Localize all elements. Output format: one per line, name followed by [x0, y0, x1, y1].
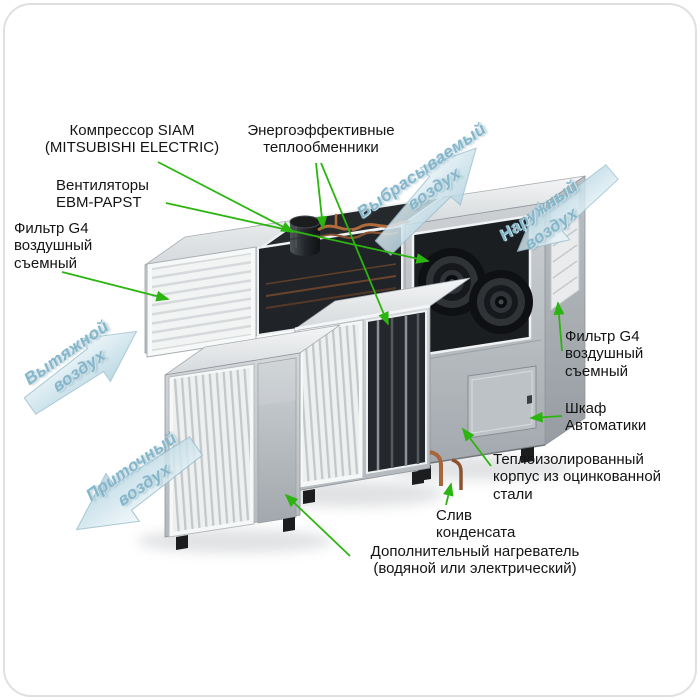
- label-insulated-casing: Теплоизолированный корпус из оцинкованно…: [493, 451, 662, 503]
- filter-left-panel: [146, 246, 257, 358]
- control-cabinet-box: [467, 365, 537, 439]
- condensate-pipes: [429, 450, 463, 490]
- label-filter-left: Фильтр G4 воздушный съемный: [14, 220, 93, 272]
- supply-air-arrow: [75, 436, 204, 531]
- extract-air-arrow: [23, 330, 138, 415]
- label-heat-exchangers: Энергоэффективные теплообменники: [247, 122, 395, 157]
- label-additional-heater: Дополнительный нагреватель (водяной или …: [370, 543, 580, 578]
- exhaust-air-arrow: [374, 147, 477, 256]
- heater-module: [164, 324, 341, 550]
- outdoor-air-arrow: [516, 164, 619, 253]
- leader-lines: [61, 161, 565, 557]
- compressor: [289, 215, 321, 256]
- label-filter-right: Фильтр G4 воздушный съемный: [565, 328, 644, 380]
- label-fans: Вентиляторы EBM-PAPST: [56, 177, 149, 212]
- airflow-arrows: [23, 147, 619, 531]
- fan-2: [469, 270, 533, 334]
- label-condensate-drain: Слив конденсата: [436, 507, 516, 542]
- heat-exchanger-fins: [298, 319, 364, 489]
- heat-exchanger-module: [294, 277, 471, 504]
- label-control-cabinet: Шкаф Автоматики: [565, 400, 647, 435]
- label-compressor: Компрессор SIAM (MITSUBISHI ELECTRIC): [44, 122, 220, 157]
